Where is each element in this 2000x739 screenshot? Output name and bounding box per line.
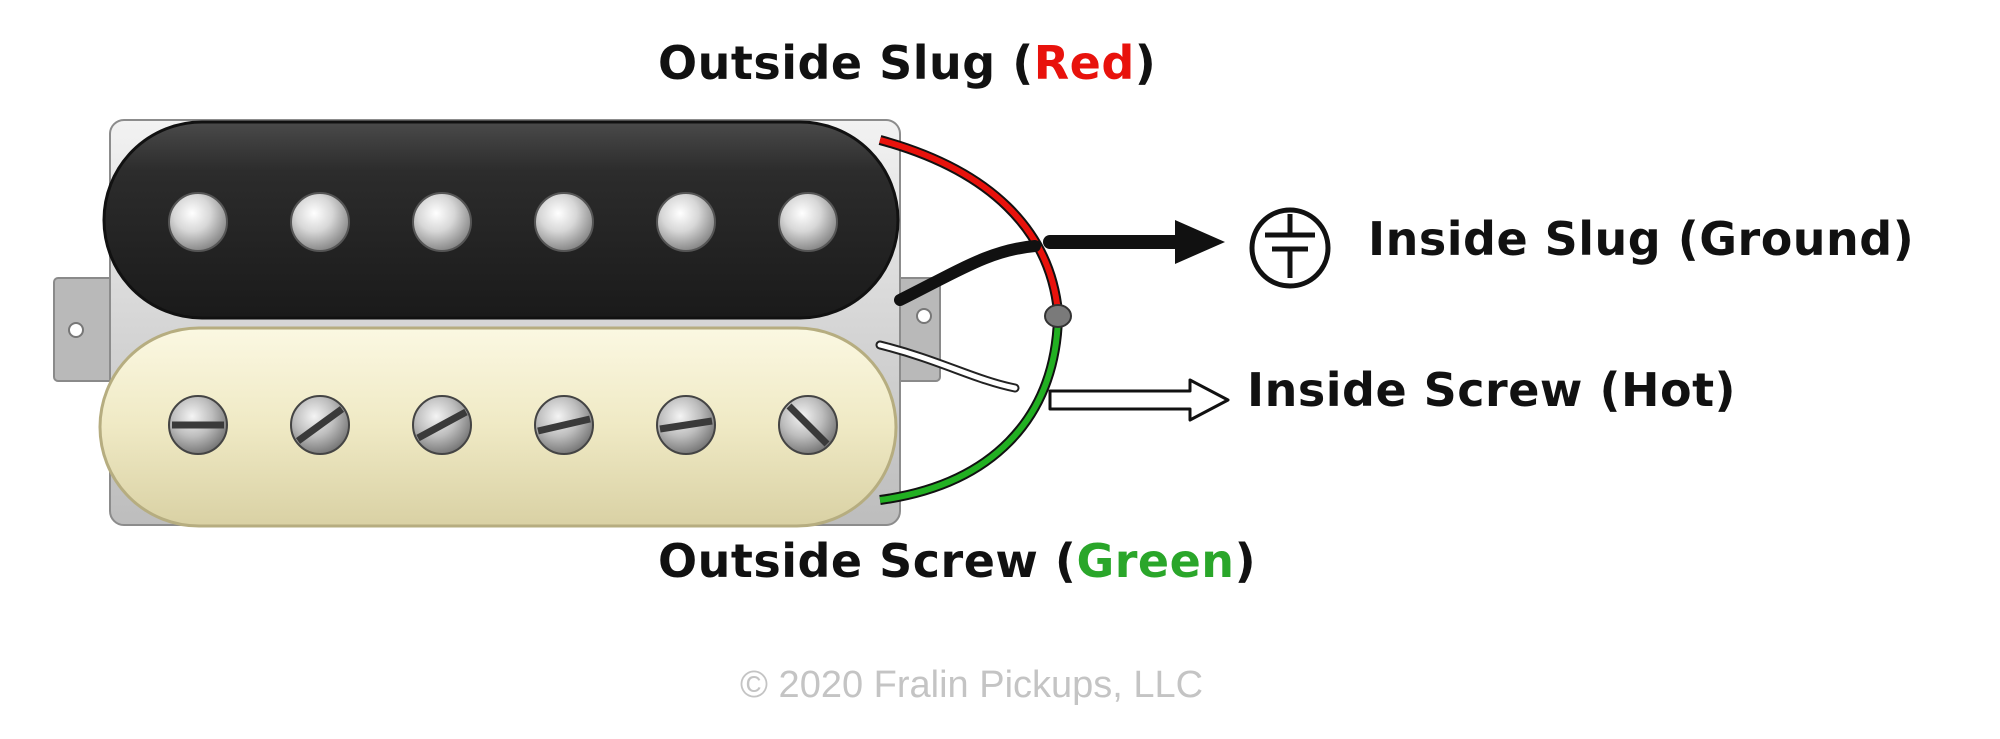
screw-bobbin (98, 326, 898, 528)
ground-symbol-icon (1249, 207, 1331, 289)
red-color-word: Red (1033, 36, 1135, 90)
screw-pole (656, 395, 716, 455)
slug-pole (778, 192, 838, 252)
outside-slug-label: Outside Slug (Red) (658, 36, 1157, 90)
hot-arrow (1048, 378, 1230, 422)
inside-screw-hot-label: Inside Screw (Hot) (1247, 363, 1737, 417)
screw-pole (168, 395, 228, 455)
slug-pole (168, 192, 228, 252)
solder-joint (1044, 304, 1072, 328)
screw-pole (412, 395, 472, 455)
green-color-word: Green (1076, 534, 1235, 588)
slug-pole (534, 192, 594, 252)
slug-pole (412, 192, 472, 252)
screw-pole (534, 395, 594, 455)
copyright-notice: © 2020 Fralin Pickups, LLC (740, 664, 1204, 706)
screw-pole (778, 395, 838, 455)
mounting-ear-left (53, 277, 115, 382)
slug-pole (656, 192, 716, 252)
black-wire (894, 240, 1041, 306)
screw-pole (290, 395, 350, 455)
outside-screw-label: Outside Screw (Green) (658, 534, 1257, 588)
slug-bobbin (102, 120, 900, 320)
inside-slug-ground-label: Inside Slug (Ground) (1368, 212, 1915, 266)
slug-pole-pieces (168, 192, 838, 252)
slug-pole (290, 192, 350, 252)
screw-pole-pieces (168, 395, 838, 455)
ground-arrow (1043, 220, 1225, 264)
